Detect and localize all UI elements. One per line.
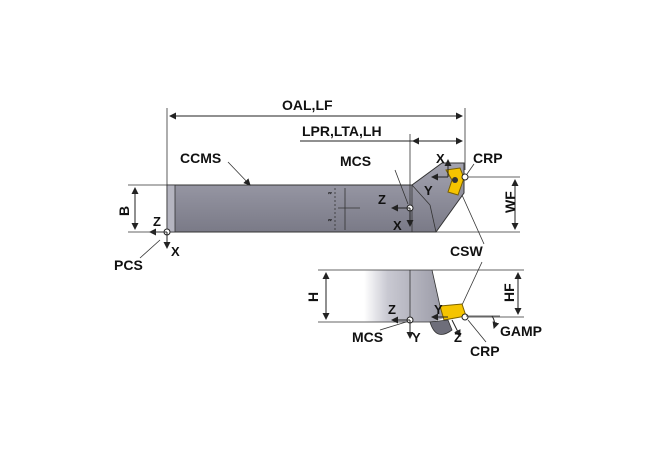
- crp-top-x-label: X: [436, 151, 445, 166]
- crp-side-label: CRP: [470, 343, 500, 359]
- mcs-top-z-label: Z: [378, 192, 386, 207]
- crp-side-z-arrow: [451, 319, 461, 337]
- ccms-leader: [227, 161, 251, 186]
- gamp-label: GAMP: [500, 323, 542, 339]
- pcs-label: PCS: [114, 257, 143, 273]
- mcs-side-z-label: Z: [388, 302, 396, 317]
- mcs-top-leader: [394, 169, 409, 205]
- crp-point-top: [461, 173, 469, 181]
- tool-shank-top-view: [166, 162, 465, 233]
- csw-leader-bottom: [461, 261, 483, 306]
- clamp-side-view: [429, 319, 453, 335]
- gamp-arc: [491, 315, 500, 329]
- oal-lf-label: OAL,LF: [282, 97, 333, 113]
- mcs-side-leader: [379, 321, 407, 331]
- head-bevel-line-2: [429, 204, 437, 233]
- crp-top-leader: [466, 163, 475, 175]
- csw-label: CSW: [450, 243, 483, 259]
- lpr-lta-lh-label: LPR,LTA,LH: [302, 123, 382, 139]
- wf-label: WF: [502, 191, 518, 213]
- hf-label: HF: [501, 283, 517, 302]
- crp-point-side: [461, 313, 469, 321]
- crp-side-leader: [467, 319, 487, 343]
- crp-side-z-label: Z: [454, 330, 462, 345]
- pcs-z-label: Z: [153, 214, 161, 229]
- pcs-x-label: X: [171, 244, 180, 259]
- mcs-side-y-label: Y: [412, 330, 421, 345]
- crp-side-y-label: Y: [434, 302, 443, 317]
- crp-top-y-label: Y: [424, 183, 433, 198]
- prime-mark-2: ″: [328, 218, 332, 227]
- ccms-label: CCMS: [180, 150, 221, 166]
- prime-mark: ″: [328, 191, 332, 200]
- mcs-top-x-label: X: [393, 218, 402, 233]
- h-label: H: [305, 292, 321, 302]
- csw-leader-top: [461, 194, 485, 245]
- mcs-top-label: MCS: [340, 153, 371, 169]
- shank-end-face: [166, 184, 176, 233]
- insert-screw-top: [452, 177, 458, 183]
- b-label: B: [116, 206, 132, 216]
- mcs-side-label: MCS: [352, 329, 383, 345]
- crp-top-label: CRP: [473, 150, 503, 166]
- pcs-leader: [139, 239, 161, 259]
- head-bevel-line: [411, 184, 431, 206]
